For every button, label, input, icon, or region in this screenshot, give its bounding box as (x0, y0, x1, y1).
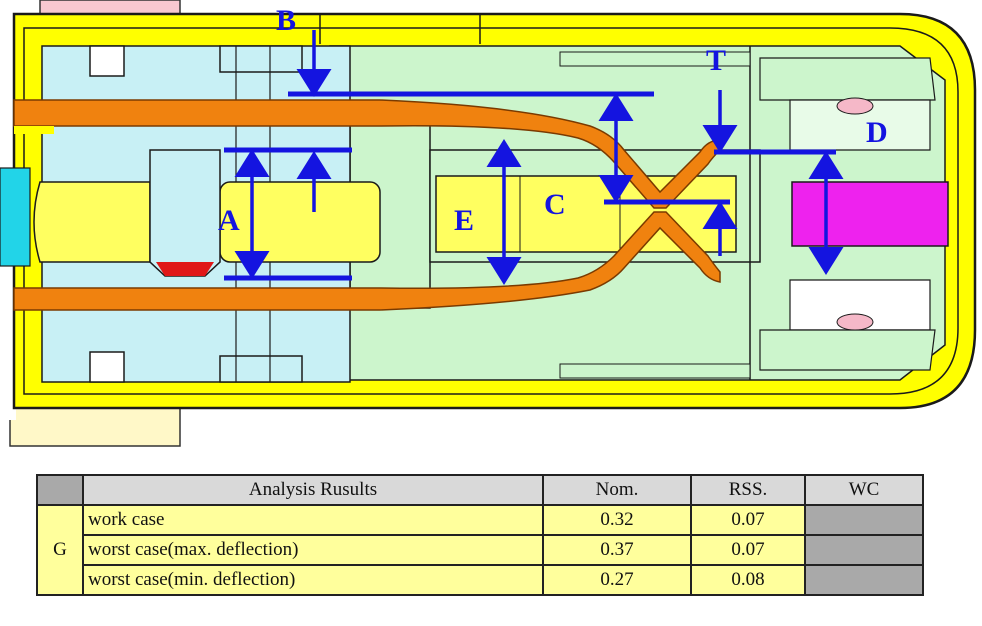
dimension-label-d: D (866, 116, 888, 149)
analysis-results-header: Analysis Rusults (82, 474, 544, 506)
analysis-results-table: Analysis Rusults Nom. RSS. WC G work cas… (36, 474, 924, 596)
dimension-label-b: B (276, 4, 296, 37)
nom-header: Nom. (542, 474, 692, 506)
dimension-label-c: C (544, 188, 566, 221)
rss-cell: 0.08 (690, 564, 806, 596)
group-label-cell: G (36, 504, 84, 596)
wc-header: WC (804, 474, 924, 506)
case-cell: worst case(max. deflection) (82, 534, 544, 566)
case-cell: worst case(min. deflection) (82, 564, 544, 596)
table-header-row: Analysis Rusults Nom. RSS. WC (36, 474, 924, 506)
wc-cell (804, 504, 924, 536)
table-row: G work case 0.32 0.07 (36, 504, 924, 596)
wc-cell (804, 534, 924, 566)
case-cell: work case (82, 504, 544, 536)
wc-cell (804, 564, 924, 596)
table-row: worst case(min. deflection) 0.27 0.08 (37, 564, 924, 596)
mating-contact (791, 181, 949, 247)
rss-header: RSS. (690, 474, 806, 506)
rss-cell: 0.07 (690, 534, 806, 566)
dimension-label-e: E (454, 204, 474, 237)
nom-cell: 0.27 (542, 564, 692, 596)
dimension-label-a: A (218, 204, 240, 237)
nom-cell: 0.37 (542, 534, 692, 566)
nom-cell: 0.32 (542, 504, 692, 536)
table-corner-cell (36, 474, 84, 506)
connector-cross-section-diagram: B A E C T D (0, 0, 977, 447)
dimension-label-t: T (706, 44, 726, 77)
rss-cell: 0.07 (690, 504, 806, 536)
dimension-arrows (234, 30, 844, 285)
contact-pin (33, 149, 737, 277)
table-row: worst case(max. deflection) 0.37 0.07 (37, 534, 924, 566)
